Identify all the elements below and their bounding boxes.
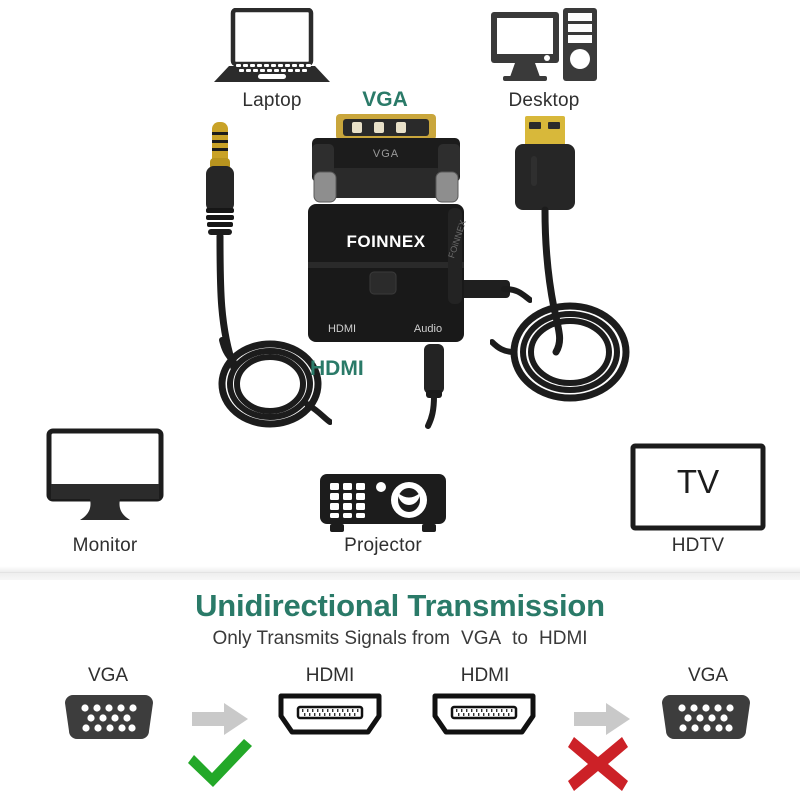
- hdmi-port-blocked: [432, 693, 536, 735]
- laptop-label: Laptop: [242, 90, 302, 111]
- svg-text:VGA: VGA: [373, 148, 399, 160]
- audio-plug-down: [418, 344, 452, 430]
- hdtv-label: HDTV: [671, 535, 725, 556]
- monitor-label: Monitor: [72, 535, 138, 556]
- brand-wordmark: FOINNEX: [346, 232, 426, 251]
- vga-signal-label: VGA: [362, 88, 408, 111]
- tv-icon: TV: [630, 443, 766, 533]
- laptop-icon: [213, 7, 331, 86]
- blocked-from-label: HDMI: [460, 665, 510, 686]
- sub-mid: to: [512, 628, 528, 649]
- allowed-from-label: VGA: [87, 665, 129, 686]
- audio-cable-coil: [212, 332, 333, 432]
- allowed-to-label: HDMI: [305, 665, 355, 686]
- sub-to: HDMI: [539, 628, 588, 649]
- cross-icon: [566, 735, 630, 793]
- connection-diagram: Laptop VGA Desktop: [46, 6, 766, 556]
- unidirectional-banner: Unidirectional Transmission Only Transmi…: [0, 580, 800, 800]
- check-icon: [184, 735, 256, 791]
- blocked-to-label: VGA: [687, 665, 729, 686]
- hdmi-port-allowed: [278, 693, 382, 735]
- tv-screen-text: TV: [676, 463, 720, 500]
- sub-prefix: Only Transmits Signals from: [212, 628, 451, 649]
- usb-cable-coil: [489, 290, 640, 410]
- desktop-tower-icon: [489, 6, 599, 88]
- banner-subheadline: Only Transmits Signals from VGA to HDMI: [0, 628, 800, 650]
- audio-jack-cable: [186, 118, 336, 418]
- projector-icon: [318, 470, 448, 536]
- arrow-right-icon-allowed: [190, 702, 250, 736]
- svg-text:Audio: Audio: [414, 323, 442, 335]
- sub-from: VGA: [461, 628, 502, 649]
- vga-port-allowed: [63, 693, 155, 741]
- svg-text:HDMI: HDMI: [328, 323, 356, 335]
- hdmi-signal-label: HDMI: [310, 357, 364, 380]
- projector-label: Projector: [344, 535, 422, 556]
- arrow-right-icon-blocked: [572, 702, 632, 736]
- vga-port-blocked: [660, 693, 752, 741]
- adapter-hdmi-plug-stub: [452, 272, 533, 306]
- desktop-label: Desktop: [508, 90, 580, 111]
- section-separator: [0, 566, 800, 580]
- vga-to-hdmi-adapter: VGA HDMI Audio FOiNNEX FOIN: [300, 112, 472, 352]
- monitor-icon: [46, 428, 164, 528]
- section-separator-line: [0, 572, 800, 573]
- banner-headline: Unidirectional Transmission: [195, 588, 605, 623]
